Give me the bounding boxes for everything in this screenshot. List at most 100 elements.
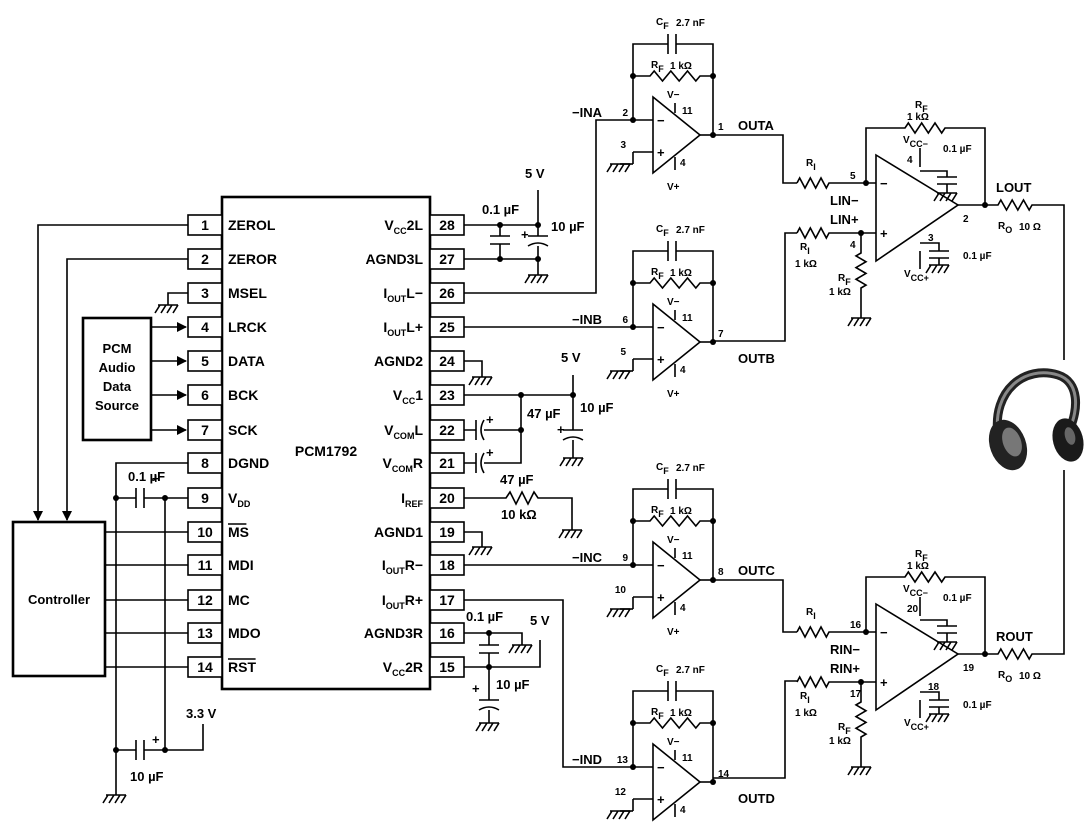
junction-dot [710,339,716,345]
pin-label: IREF [401,490,423,509]
minus-sign: − [657,320,665,335]
amp-in-plus-label: RIN+ [830,661,860,676]
ri-resistor-plus [796,226,876,240]
pin-bot: 3 [928,233,934,244]
rf-resistor [633,69,713,83]
pin-number: 8 [201,455,209,471]
output-label: OUTB [738,351,775,366]
ground-symbol [925,264,950,274]
pin-out: 8 [718,567,724,578]
opamp-triangle [652,742,702,822]
ground-symbol-path [847,766,872,776]
feedback-rails [632,283,714,342]
cf-value: 2.7 nF [676,665,705,676]
pin-bot: 4 [680,158,686,169]
pin-inv: 2 [622,108,628,119]
cf-capacitor [632,681,714,723]
cf-label: CF [656,664,669,678]
feedback-rails [632,723,714,782]
pin-number: 11 [198,557,213,573]
pin-label: AGND1 [374,524,423,540]
pin-label: VCC2L [384,217,423,236]
minus-sign: − [657,760,665,775]
pin-number: 6 [201,387,209,403]
ground-symbol [524,274,549,284]
output-label: OUTA [738,118,774,133]
pin-number: 19 [439,524,455,540]
pin-bot: 18 [928,682,940,693]
ground-symbol [606,608,631,618]
ro-resistor [958,198,1050,212]
pin-number: 7 [201,422,209,438]
rf-value: 1 kΩ [907,112,929,123]
ro-label: RO [998,670,1012,684]
chip-pin-right-19: 19 AGND1 [374,521,465,543]
pin-label: MDI [228,557,254,573]
rf-ground-value: 1 kΩ [829,736,851,747]
pin-number: 21 [439,455,455,471]
cap-plus-value: 0.1 µF [963,700,992,711]
ri-label: RI [800,691,810,705]
iref-resistor-label: 10 kΩ [501,507,537,522]
ground-symbol [606,810,631,820]
cf-value: 2.7 nF [676,225,705,236]
pin-noninv: 12 [615,787,627,798]
minus-sign: − [657,113,665,128]
ground-symbol-path [925,713,950,723]
cf-capacitor [632,241,714,283]
pin-number: 3 [201,285,209,301]
chip-pin-left-11: 11 MDI [187,554,254,576]
vplus-label: V+ [667,389,680,400]
pin-top: 11 [682,753,693,764]
pin-number: 5 [201,353,209,369]
ri-label: RI [806,158,816,172]
pin-plus: 17 [850,689,862,700]
ri-resistor-minus [796,625,876,639]
rf-ground-resistor [854,233,868,318]
junction-dot [710,280,716,286]
pin-number: 10 [197,524,213,540]
pin-label: AGND2 [374,353,423,369]
pin-out: 19 [963,663,975,674]
svg-text:+: + [472,681,480,696]
noninv-input-wire [632,596,653,609]
ground-symbol-path [606,370,631,380]
pin-label: VCOMR [383,455,423,474]
svg-text:+: + [521,227,529,242]
supply-3v3-label: 3.3 V [186,706,217,721]
pin-label: MSEL [228,285,267,301]
pin-number: 13 [197,625,213,641]
pin-label: RST [228,659,256,675]
pin-noninv: 10 [615,585,627,596]
pcm-source-line-3: Data [103,379,132,394]
noninv-input-wire [632,798,653,811]
pin-number-box [187,419,223,441]
controller-label: Controller [28,592,90,607]
pin-label: IOUTL+ [383,319,423,338]
cf-capacitor [632,479,714,521]
minus-sign: − [880,176,888,191]
junction-dot [630,324,636,330]
pin-label: LRCK [228,319,267,335]
ro-resistor [958,647,1050,661]
pin-label: VDD [228,490,251,509]
rf-value: 1 kΩ [670,708,692,719]
pin-label: MC [228,592,250,608]
feedback-rails [632,76,714,135]
pin-number: 23 [439,387,455,403]
source-arrows [151,322,187,435]
rf-label: RF [651,505,664,519]
supply-5v-mid-label: 5 V [561,350,581,365]
amp-triangle [875,153,960,263]
pin-top: 11 [682,313,693,324]
rf-resistor [633,514,713,528]
